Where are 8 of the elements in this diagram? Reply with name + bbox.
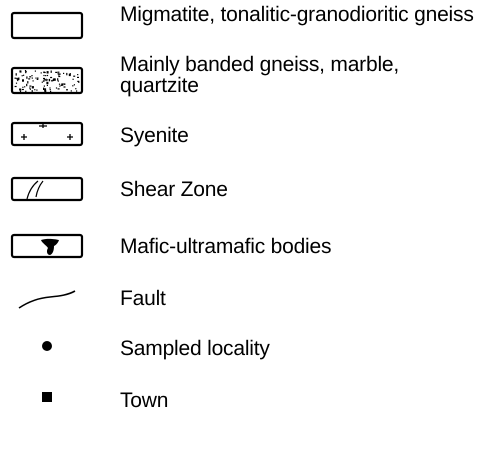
legend-label: Sampled locality [120, 338, 271, 359]
legend-label: Syenite [120, 125, 190, 146]
legend-label: Fault [120, 288, 167, 309]
legend-label: Migmatite, tonalitic-granodioritic gneiss [120, 4, 475, 25]
legend-label: Town [120, 390, 170, 411]
legend-label: Mafic-ultramafic bodies [120, 236, 332, 257]
legend-label: Mainly banded gneiss, marble, quartzite [120, 54, 400, 96]
legend-label: Shear Zone [120, 179, 229, 200]
